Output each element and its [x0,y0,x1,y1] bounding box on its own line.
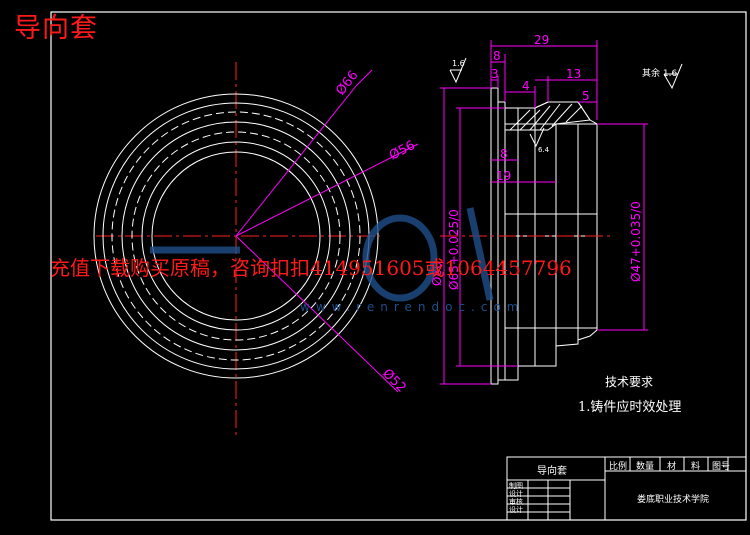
dim-8-inner: 8 [500,147,508,161]
leader-d56 [235,143,419,237]
title-block-row-4: 设计 [509,506,523,514]
tech-requirement-item: 1.铸件应时效处理 [578,400,682,415]
title-block-header-qty: 数量 [636,462,655,472]
title-block [506,456,747,521]
title-block-header-material-1: 材 [667,462,677,472]
title-block-part-name: 导向套 [537,466,567,477]
roughness-value-other: 其余 1.6 [642,67,677,79]
dim-29: 29 [534,33,549,47]
watermark-url: www.renrendoc.com [300,300,525,314]
dim-4: 4 [522,79,530,93]
section-view [440,87,610,385]
dim-d56: Ø56 [387,138,418,164]
tech-requirements-title: 技术要求 [605,375,654,389]
dim-d52: Ø52 [379,366,409,396]
watermark-text: 充值下载购买原稿，咨询扣扣414951605或1064457796 [50,256,572,280]
dim-5: 5 [582,89,590,103]
roughness-value-inner: 6.4 [538,146,550,154]
leader-d66 [235,85,357,237]
inner-circle-1 [141,141,331,331]
drawing-title: 导向套 [14,13,98,44]
outer-circle-1 [93,93,379,379]
title-block-row-1: 制图 [509,482,523,490]
leader-d66-end [355,69,373,87]
dim-d47: Ø47+0.035/0 [629,201,643,282]
watermark-logo [150,207,494,302]
dim-13: 13 [566,67,581,81]
inner-circle-2 [151,151,321,321]
title-block-row-2: 设计 [509,490,523,498]
hidden-circle-1 [111,111,361,361]
drawing-border [50,11,747,521]
middle-circle [121,121,351,351]
title-block-school: 娄底职业技术学院 [637,495,710,505]
title-block-header-drawing-no: 图号 [712,462,731,472]
dim-8-top: 8 [493,49,501,63]
title-block-header-material-2: 料 [691,462,701,472]
section-hatch-area [504,101,591,131]
title-block-header-scale: 比例 [609,462,628,472]
title-block-row-3: 审核 [509,498,523,506]
section-outline-top [490,87,598,385]
dim-19: 19 [496,169,511,183]
dim-d66: Ø66 [333,68,361,98]
dim-3: 3 [491,67,499,81]
roughness-symbol-inner [529,127,545,148]
roughness-symbol-left [449,57,467,84]
hidden-circle-2 [131,131,341,341]
leader-d52 [235,235,399,393]
dim-d65: Ø65+0.025/0 [447,209,461,290]
section-dimensions [440,40,648,385]
roughness-value-left: 1.6 [452,59,465,68]
roughness-symbol-other [663,63,683,90]
